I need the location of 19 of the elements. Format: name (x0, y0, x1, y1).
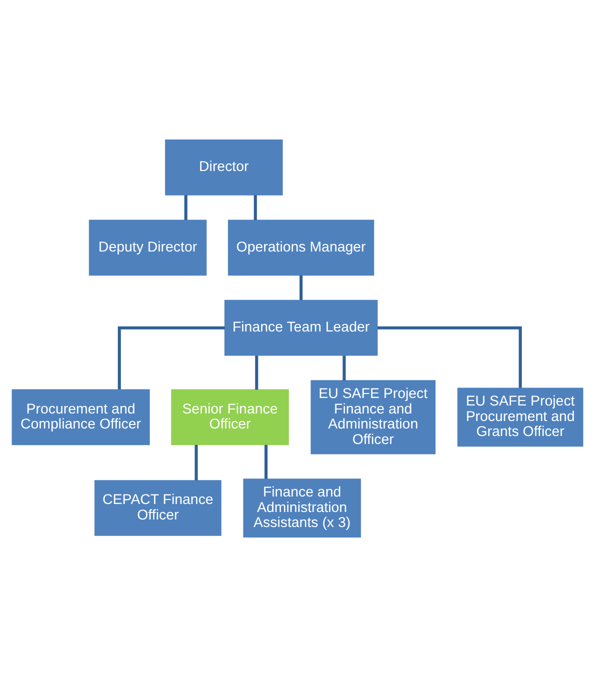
node-box: Director (165, 139, 283, 195)
connector (184, 194, 188, 220)
node-box: Finance and Administration Assistants (x 3) (243, 478, 361, 537)
node-box: Finance Team Leader (224, 299, 378, 356)
connector (255, 355, 258, 390)
connector (377, 326, 522, 388)
node-box: Procurement and Compliance Officer (12, 388, 150, 445)
node-box: CEPACT Finance Officer (94, 480, 222, 536)
connector (118, 326, 225, 389)
node-box: EU SAFE Project Finance and Administration Officer (310, 380, 436, 454)
connector (264, 444, 268, 478)
connector (194, 444, 198, 480)
connector (300, 274, 303, 300)
node-box: Deputy Director (88, 219, 207, 276)
connector (342, 355, 346, 380)
node-box: Operations Manager (228, 219, 374, 276)
node-box: EU SAFE Project Procurement and Grants Officer (457, 387, 584, 446)
connector (254, 194, 257, 220)
node-box: Senior Finance Officer (171, 388, 289, 445)
